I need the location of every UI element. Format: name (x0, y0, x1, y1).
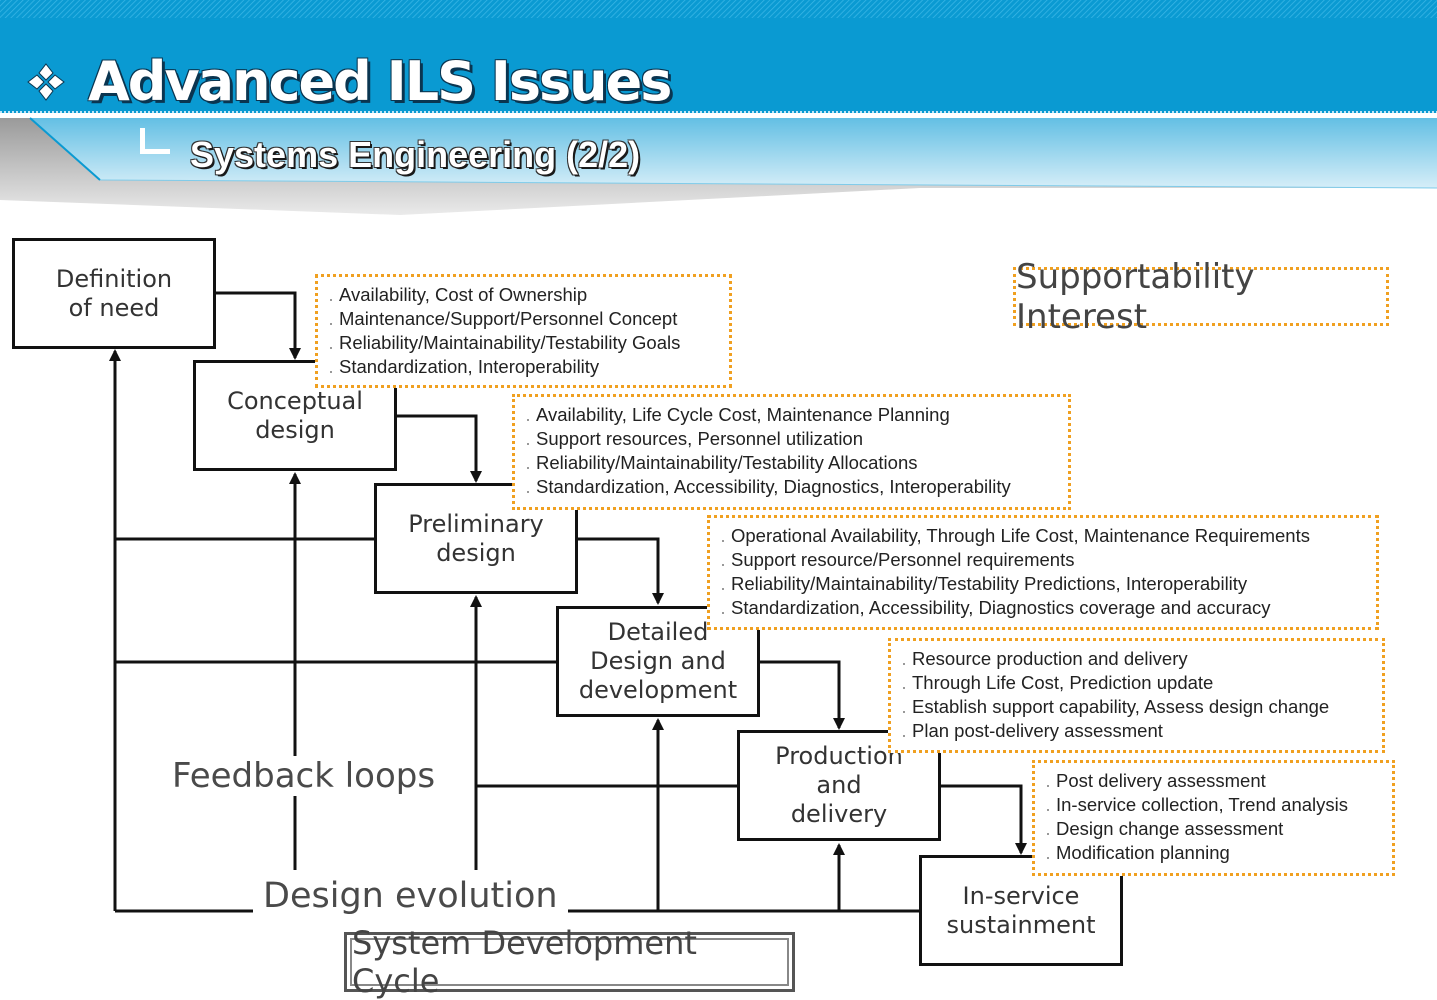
four-diamond-bullet-icon (27, 63, 65, 101)
page-title: Advanced ILS Issues (88, 50, 672, 113)
note-item: Post delivery assessment (1047, 769, 1384, 793)
note-item: Through Life Cost, Prediction update (903, 671, 1374, 695)
note-item: Design change assessment (1047, 817, 1384, 841)
note-item: Establish support capability, Assess des… (903, 695, 1374, 719)
note-item: Availability, Cost of Ownership (330, 283, 721, 307)
note-item: Standardization, Accessibility, Diagnost… (722, 596, 1368, 620)
feedback-loops-label: Feedback loops (166, 756, 442, 796)
flow-arrow-1 (215, 291, 301, 360)
note-item: Operational Availability, Through Life C… (722, 524, 1368, 548)
note-preliminary: Availability, Life Cycle Cost, Maintenan… (512, 394, 1071, 510)
note-item: Availability, Life Cycle Cost, Maintenan… (527, 403, 1060, 427)
flow-arrow-2 (396, 414, 482, 483)
note-item: Reliability/Maintainability/Testability … (330, 331, 721, 355)
note-inservice: Post delivery assessment In-service coll… (1032, 760, 1395, 876)
note-item: Modification planning (1047, 841, 1384, 865)
flow-arrow-5 (940, 784, 1027, 855)
note-item: In-service collection, Trend analysis (1047, 793, 1384, 817)
stage-definition-of-need: Definition of need (12, 238, 216, 349)
system-development-cycle-box: System Development Cycle (344, 924, 795, 1000)
note-item: Maintenance/Support/Personnel Concept (330, 307, 721, 331)
supportability-interest-label: Supportability Interest (1013, 257, 1389, 337)
note-item: Support resource/Personnel requirements (722, 548, 1368, 572)
note-item: Reliability/Maintainability/Testability … (527, 451, 1060, 475)
note-item: Standardization, Accessibility, Diagnost… (527, 475, 1060, 499)
note-item: Reliability/Maintainability/Testability … (722, 572, 1368, 596)
flow-arrow-4 (759, 660, 845, 730)
design-evolution-label: Design evolution (253, 876, 568, 916)
header-background (0, 0, 1437, 240)
slide-header: Advanced ILS Issues Systems Engineering … (0, 0, 1437, 240)
note-detailed: Operational Availability, Through Life C… (707, 515, 1379, 630)
corner-bracket-icon (140, 128, 170, 154)
page-subtitle: Systems Engineering (2/2) (190, 134, 641, 175)
flow-arrow-3 (577, 537, 664, 605)
note-production: Resource production and delivery Through… (888, 638, 1385, 753)
note-item: Resource production and delivery (903, 647, 1374, 671)
note-item: Plan post-delivery assessment (903, 719, 1374, 743)
note-item: Support resources, Personnel utilization (527, 427, 1060, 451)
note-conceptual: Availability, Cost of Ownership Maintena… (315, 274, 732, 388)
note-item: Standardization, Interoperability (330, 355, 721, 379)
system-development-cycle-label: System Development Cycle (350, 924, 789, 1000)
